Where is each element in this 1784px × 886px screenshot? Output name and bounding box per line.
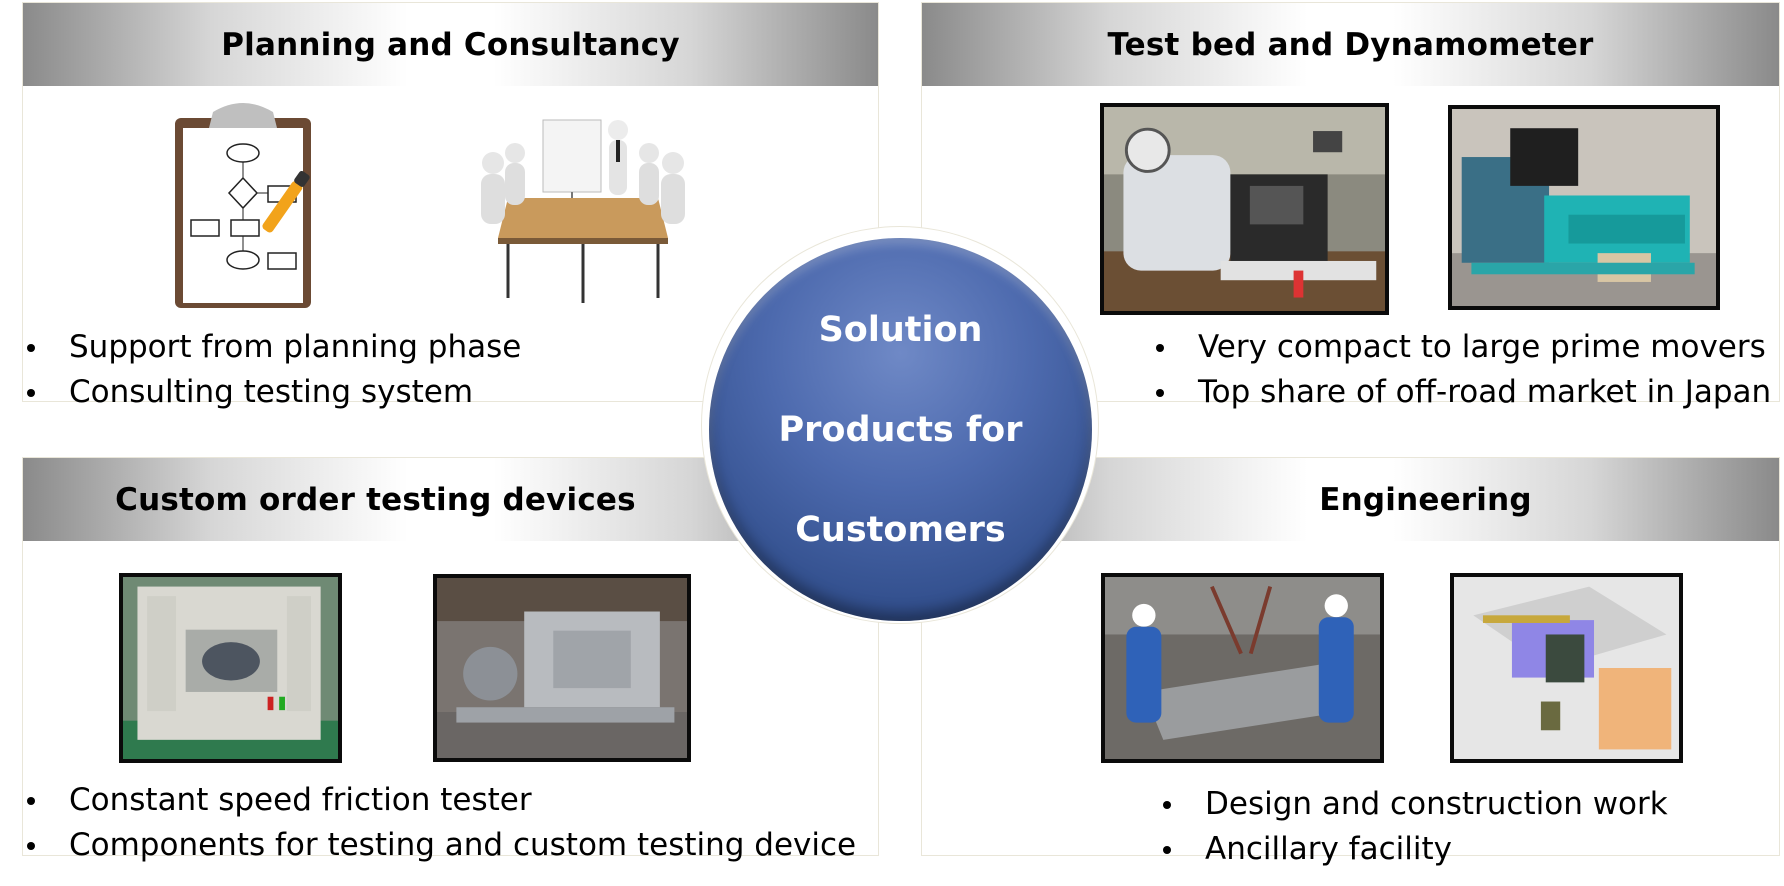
panel-test-bed-dynamometer: Test bed and Dynamometer Very co: [921, 2, 1780, 410]
flowchart-clipboard-image: [153, 98, 333, 318]
testing-device-photo: [433, 574, 691, 762]
bullet-item: Consulting testing system: [21, 370, 521, 415]
bullet-item: Very compact to large prime movers: [1150, 325, 1771, 370]
bullet-list: Design and construction work Ancillary f…: [1157, 782, 1668, 872]
panel-title: Planning and Consultancy: [23, 3, 878, 86]
bullet-item: Ancillary facility: [1157, 827, 1668, 872]
friction-tester-photo: [119, 573, 342, 763]
bullet-item: Constant speed friction tester: [21, 778, 856, 823]
panel-engineering: Engineering Design and construction work…: [921, 457, 1780, 867]
center-circle: Solution Products for Customers: [709, 238, 1092, 621]
bullet-item: Top share of off-road market in Japan: [1150, 370, 1771, 415]
bullet-list: Support from planning phase Consulting t…: [21, 325, 521, 415]
workers-construction-photo: [1101, 573, 1384, 763]
engine-test-bed-photo: [1100, 103, 1389, 315]
bullet-list: Constant speed friction tester Component…: [21, 778, 856, 868]
panel-planning-consultancy: Planning and Consultancy: [22, 2, 879, 410]
facility-3d-model-photo: [1450, 573, 1683, 763]
bullet-item: Components for testing and custom testin…: [21, 823, 856, 868]
center-line-1: Solution: [818, 309, 983, 350]
meeting-figures-image: [453, 108, 713, 308]
bullet-item: Support from planning phase: [21, 325, 521, 370]
center-circle-text: Solution Products for Customers: [779, 255, 1023, 605]
center-line-3: Customers: [795, 509, 1006, 550]
bullet-list: Very compact to large prime movers Top s…: [1150, 325, 1771, 415]
center-line-2: Products for: [778, 409, 1023, 450]
teal-dynamometer-photo: [1448, 105, 1720, 310]
panel-title: Test bed and Dynamometer: [922, 3, 1779, 86]
bullet-item: Design and construction work: [1157, 782, 1668, 827]
